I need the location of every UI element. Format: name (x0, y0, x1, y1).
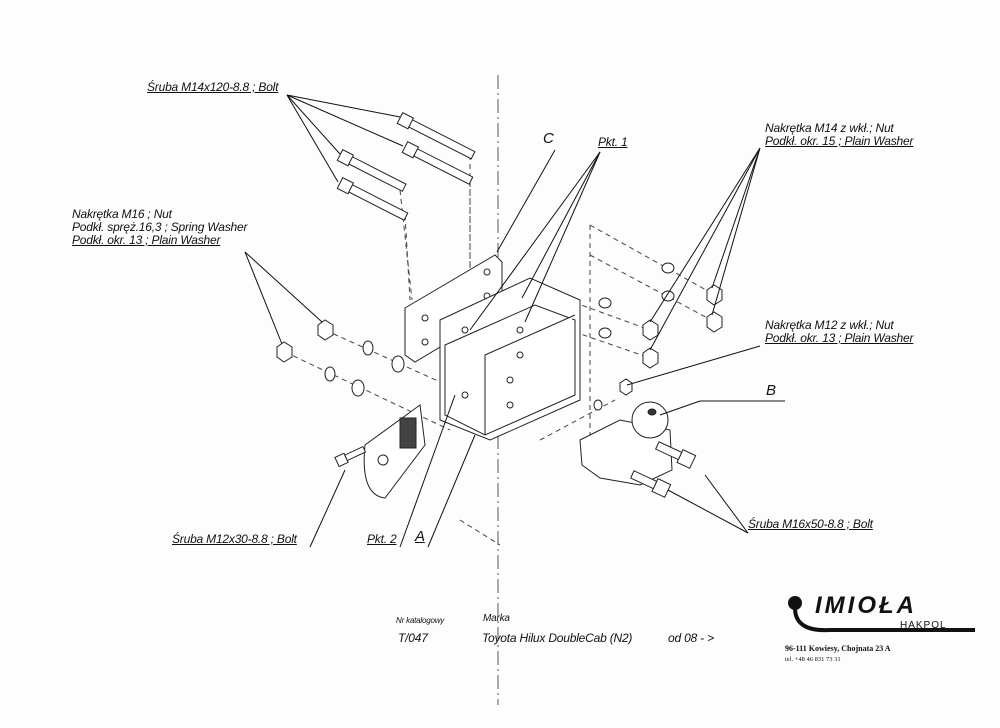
label-line: Nakrętka M14 z wkł.; Nut (765, 121, 894, 135)
label-line: Nakrętka M12 z wkł.; Nut (765, 318, 894, 332)
label-line: Nakrętka M16 ; Nut (72, 207, 172, 221)
label-pkt1: Pkt. 1 (598, 135, 628, 149)
bolts-m14 (336, 111, 476, 221)
imiola-logo (788, 596, 975, 633)
label-line: Podkł. okr. 13 ; Plain Washer (765, 331, 914, 345)
production-from: od 08 - > (668, 631, 714, 645)
company-phone: tel. +48 46 831 73 31 (785, 656, 841, 663)
company-address: 96-111 Kowiesy, Chojnata 23 A (785, 644, 891, 653)
label-line: Podkł. okr. 13 ; Plain Washer (72, 233, 221, 247)
label-bolt-m16: Śruba M16x50-8.8 ; Bolt (748, 517, 873, 531)
label-line: Podkł. okr. 15 ; Plain Washer (765, 134, 914, 148)
label-part-c: C (543, 130, 554, 147)
logo-subtext: HAKPOL (900, 620, 947, 631)
label-bolt-m12: Śruba M12x30-8.8 ; Bolt (172, 532, 297, 546)
label-nut-m14: Nakrętka M14 z wkł.; Nut Podkł. okr. 15 … (765, 122, 913, 148)
label-nut-m16: Nakrętka M16 ; Nut Podkł. spręż.16,3 ; S… (72, 208, 247, 247)
label-bolt-m14: Śruba M14x120-8.8 ; Bolt (147, 80, 279, 94)
leader-lines (244, 94, 785, 548)
bracket-a (439, 277, 581, 441)
catalog-number: T/047 (398, 631, 428, 645)
tow-ball-b (579, 401, 673, 486)
label-part-b: B (766, 382, 776, 399)
bolt-m12 (334, 445, 367, 468)
make-label: Marka (483, 613, 510, 624)
socket-plate (363, 404, 426, 499)
label-part-a: A (415, 528, 425, 545)
label-nut-m12: Nakrętka M12 z wkł.; Nut Podkł. okr. 13 … (765, 319, 913, 345)
vehicle-model: Toyota Hilux DoubleCab (N2) (482, 631, 633, 645)
logo-text: IMIOŁA (815, 592, 917, 619)
nuts-washers-m16 (276, 319, 405, 397)
label-line: Podkł. spręż.16,3 ; Spring Washer (72, 220, 248, 234)
catalog-number-label: Nr katalogowy (396, 616, 445, 625)
label-pkt2: Pkt. 2 (367, 532, 397, 546)
nuts-washers-m14 (593, 262, 723, 411)
bolts-m16 (629, 441, 697, 498)
